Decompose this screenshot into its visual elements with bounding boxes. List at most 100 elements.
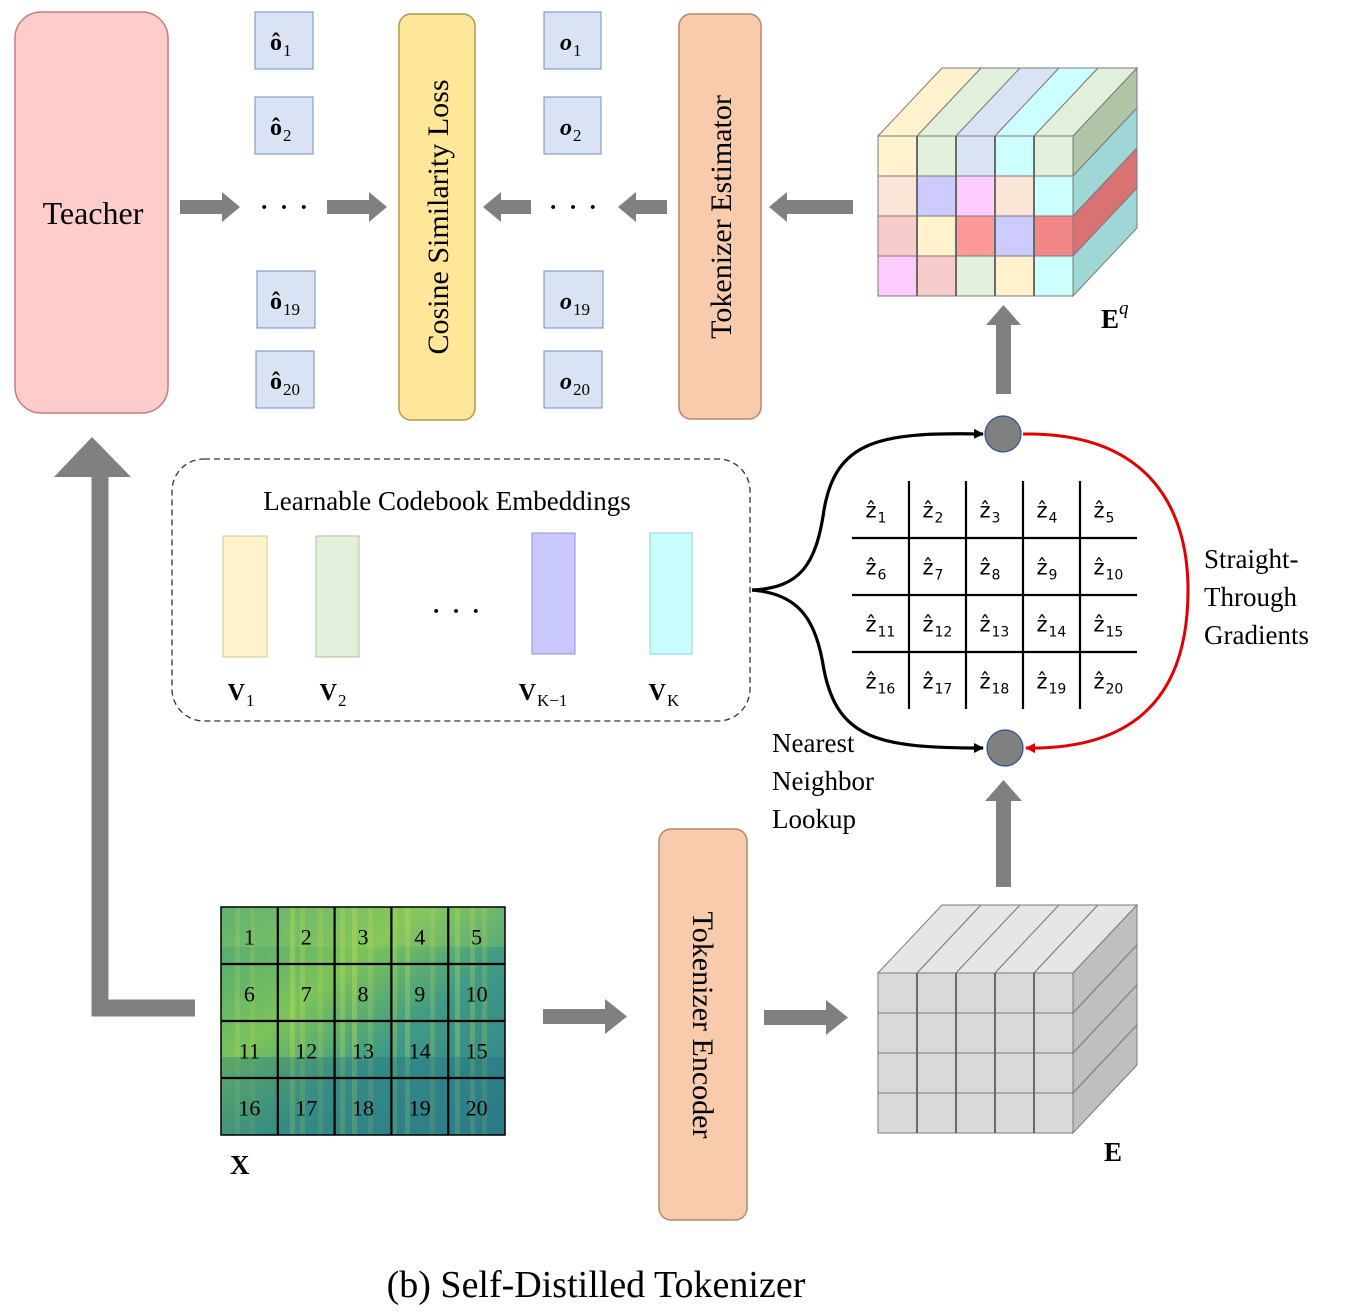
tokenizer-estimator-label: Tokenizer Estimator [705, 95, 738, 339]
estimator-output-token: o 1 [543, 11, 602, 70]
svg-text:20: 20 [283, 380, 300, 399]
quantized-token: ẑ [1093, 670, 1104, 694]
svg-text:Nearest: Nearest [772, 728, 855, 758]
cube-front-cell [994, 175, 1035, 217]
quantized-token: ẑ [865, 499, 876, 523]
quantized-token-index: 14 [1049, 625, 1067, 641]
cube-front-cell [994, 972, 1035, 1014]
cube-front-cell [994, 1092, 1035, 1134]
cube-front-cell [916, 1092, 957, 1134]
quantized-token-index: 17 [935, 682, 953, 698]
cube-front-cell [955, 972, 996, 1014]
quantized-token-index: 15 [1106, 625, 1124, 641]
quantized-token-index: 8 [992, 568, 1001, 584]
cube-front-cell [955, 1012, 996, 1054]
codebook-vector: V 2 [315, 535, 360, 710]
svg-text:2: 2 [573, 126, 582, 145]
cube-front-cell [916, 1052, 957, 1094]
quantized-token: ẑ [1036, 670, 1047, 694]
quantized-token: ẑ [922, 613, 933, 637]
teacher-label: Teacher [43, 195, 144, 231]
patch-index: 19 [409, 1096, 431, 1121]
cube-front-cell [877, 215, 918, 257]
cube-front-cell [1033, 972, 1074, 1014]
cube-front-cell [877, 1012, 918, 1054]
quantized-token-index: 19 [1049, 682, 1067, 698]
svg-text:V: V [519, 680, 537, 706]
estimator-output-list: o 1 o 2 o 19 o 20 [543, 11, 604, 409]
teacher-output-list: ô 1 ô 2 ô 19 ô 20 [254, 11, 316, 409]
cube-front-cell [1033, 175, 1074, 217]
estimator-ellipsis: · · · [548, 189, 599, 226]
quantized-token: ẑ [922, 499, 933, 523]
cube-front-cell [877, 1052, 918, 1094]
quantized-token-index: 11 [878, 625, 896, 641]
quantized-token-index: 13 [992, 625, 1010, 641]
cube-front-cell [1033, 135, 1074, 177]
arrow-input-to-encoder [543, 999, 627, 1034]
quantized-token: ẑ [922, 556, 933, 580]
quantized-token-index: 4 [1049, 511, 1058, 527]
cube-front-cell [1033, 255, 1074, 297]
arrow-node-to-eq [986, 305, 1021, 394]
arrow-teacher-to-outputs [180, 192, 240, 222]
tokenizer-estimator-box [678, 13, 762, 420]
patch-index: 9 [414, 982, 425, 1007]
quantized-token: ẑ [979, 499, 990, 523]
svg-text:E: E [1101, 304, 1119, 334]
cube-front-cell [1033, 1052, 1074, 1094]
svg-text:1: 1 [573, 41, 582, 60]
cube-front-cell [916, 1012, 957, 1054]
quantized-token: ẑ [1093, 499, 1104, 523]
e-cube [876, 903, 1139, 1135]
svg-text:o: o [560, 289, 572, 315]
svg-text:Gradients: Gradients [1204, 620, 1309, 650]
quantized-token: ẑ [922, 670, 933, 694]
cube-front-cell [916, 972, 957, 1014]
quantized-token-index: 3 [992, 511, 1001, 527]
quantized-token: ẑ [1036, 556, 1047, 580]
estimator-output-token: o 20 [543, 350, 603, 409]
patch-index: 12 [295, 1039, 317, 1064]
patch-index: 20 [466, 1096, 488, 1121]
cube-front-cell [994, 1052, 1035, 1094]
eq-label: E q [1101, 298, 1129, 334]
cube-front-cell [1033, 215, 1074, 257]
quantized-token: ẑ [979, 613, 990, 637]
teacher-output-token: ô 19 [256, 270, 316, 329]
cosine-loss-label: Cosine Similarity Loss [422, 79, 455, 354]
svg-text:o: o [560, 115, 572, 141]
teacher-output-token: ô 2 [254, 96, 314, 155]
curve-codebook-to-top-node [751, 428, 984, 592]
patch-index: 16 [238, 1096, 260, 1121]
cube-front-cell [955, 135, 996, 177]
quantized-token-index: 18 [992, 682, 1010, 698]
codebook-vector: V K [649, 532, 693, 710]
patch-index: 8 [358, 982, 369, 1007]
tokenizer-encoder-label: Tokenizer Encoder [686, 912, 719, 1139]
quantized-token-index: 5 [1106, 511, 1115, 527]
svg-text:ô: ô [270, 369, 282, 395]
svg-text:20: 20 [573, 380, 590, 399]
cube-front-cell [955, 1092, 996, 1134]
arrow-e-to-node [985, 780, 1022, 887]
codebook-panel [171, 458, 751, 722]
cube-front-cell [877, 175, 918, 217]
codebook-vector-list: V 1 V 2 V K−1 V K [222, 532, 693, 710]
cosine-loss-box [398, 13, 476, 421]
cube-front-cell [916, 175, 957, 217]
arrow-encoder-to-e [764, 1000, 848, 1035]
svg-text:Straight-: Straight- [1204, 544, 1299, 574]
cube-front-cell [916, 255, 957, 297]
codebook-vector: V K−1 [519, 532, 576, 710]
quantized-token-index: 9 [1049, 568, 1058, 584]
quantized-token-index: 6 [878, 568, 887, 584]
quantized-token: ẑ [1093, 556, 1104, 580]
quantized-token: ẑ [979, 556, 990, 580]
quantized-token-index: 10 [1106, 568, 1124, 584]
svg-text:Lookup: Lookup [772, 804, 856, 834]
cube-front-cell [994, 135, 1035, 177]
